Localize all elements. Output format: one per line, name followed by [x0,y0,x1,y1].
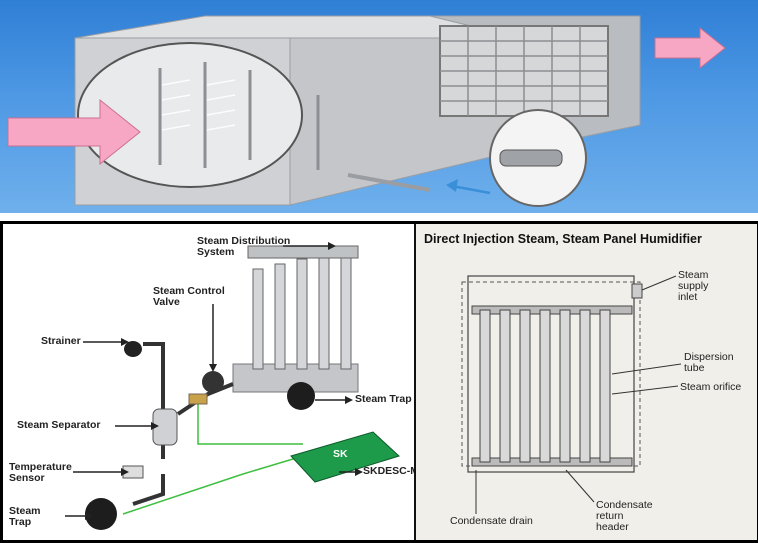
steam-in-arrow [446,179,491,195]
distribution-tubes [252,248,352,370]
label-steam-supply-inlet: Steam supply inlet [678,269,709,303]
label-leader-arrows [65,245,355,517]
condensate-lines [122,400,304,515]
label-steam-separator: Steam Separator [17,419,101,431]
strainer [124,341,142,357]
supply-header [471,305,633,315]
steam-jets [161,79,236,131]
cutaway-window [77,42,303,188]
internal-dispersion-tubes [158,62,252,168]
label-steam-trap-right: Steam Trap [355,393,412,405]
label-temperature-sensor: Temperature Sensor [9,461,72,484]
steam-supply-pipe [347,173,431,192]
label-steam-trap-bottom: Steam Trap [9,505,41,528]
grille-lines [440,26,608,116]
panel-frame [467,275,635,473]
arrowheads [85,242,363,520]
label-condensate-return-header: Condensate return header [596,499,653,533]
airflow-out-arrow [654,26,726,70]
steam-control-valve [202,371,224,393]
steam-system-diagram [65,242,400,530]
label-strainer: Strainer [41,335,81,347]
supply-inlet-stub [631,283,643,299]
dispersion-tubes [479,309,611,463]
nozzle-body [499,149,563,167]
label-steam-control-valve: Steam Control Valve [153,285,225,308]
steam-trap-bottom [85,498,117,530]
steam-piping [132,342,234,506]
controller-badge: SK [333,448,348,460]
label-steam-orifice: Steam orifice [680,381,742,393]
label-controller: SKDESC-M [363,465,420,477]
label-condensate-drain: Condensate drain [450,515,533,527]
airflow-in-arrow [7,98,141,166]
steam-trap-right [287,382,315,410]
controller-unit [290,431,400,483]
diagram-title: Direct Injection Steam, Steam Panel Humi… [424,232,702,246]
label-steam-distribution-system: Steam Distribution System [197,235,291,258]
steam-panel-humidifier-diagram: Direct Injection Steam, Steam Panel Humi… [414,224,757,540]
return-header [471,457,633,467]
bottom-diagrams: Steam Distribution System Steam Control … [0,221,758,543]
callout-lines [475,275,682,514]
label-dispersion-tube: Dispersion tube [684,351,734,374]
duct-humidifier-illustration [0,0,758,213]
